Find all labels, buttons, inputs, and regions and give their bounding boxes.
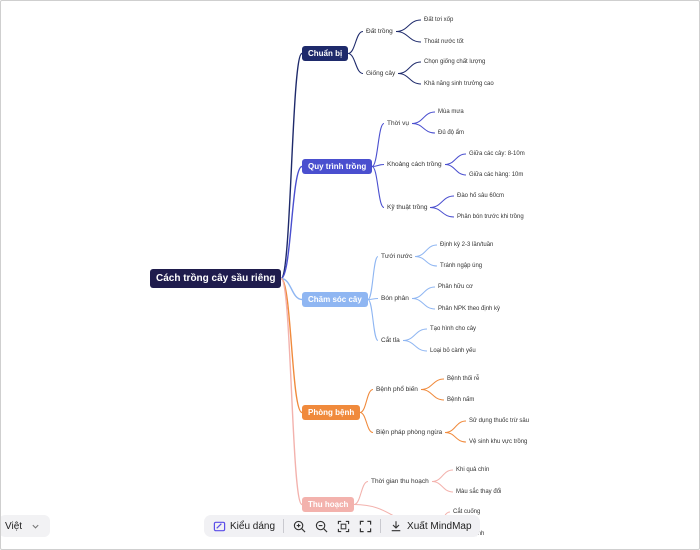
leaf-benh-thoi-re[interactable]: Bệnh thối rễ (447, 376, 480, 382)
sub-to-leaf-connector (420, 378, 445, 390)
root-to-branch-connector (280, 277, 303, 301)
sub-khoang-cach-trong[interactable]: Khoảng cách trồng (387, 161, 442, 168)
sub-to-leaf-connector (411, 111, 436, 124)
leaf-du-do-am[interactable]: Đủ độ ẩm (438, 130, 465, 136)
sub-to-leaf-connector (402, 340, 428, 352)
branch-to-sub-connector (347, 52, 364, 75)
sub-to-leaf-connector (444, 432, 467, 443)
sub-to-leaf-connector (411, 298, 436, 310)
leaf-thoat-nuoc-tot[interactable]: Thoát nước tốt (424, 39, 464, 45)
zoom-out-icon[interactable] (314, 519, 328, 533)
leaf-khi-qua-chin[interactable]: Khi quả chín (456, 467, 490, 473)
language-selector[interactable]: Việt (1, 515, 51, 537)
branch-to-sub-connector (367, 298, 379, 342)
sub-to-leaf-connector (431, 469, 454, 482)
sub-to-leaf-connector (414, 256, 438, 267)
leaf-benh-nam[interactable]: Bệnh nấm (447, 397, 475, 403)
sub-thoi-gian-thu-hoach[interactable]: Thời gian thu hoạch (371, 478, 429, 485)
leaf-dao-ho-sau[interactable]: Đào hố sâu 60cm (457, 193, 505, 199)
branch-to-sub-connector (371, 163, 385, 168)
leaf-giua-cac-cay[interactable]: Giữa các cây: 8-10m (469, 151, 525, 157)
sub-tuoi-nuoc[interactable]: Tưới nước (381, 253, 413, 260)
branch-phong-benh[interactable]: Phòng bệnh (302, 405, 361, 420)
leaf-chon-giong[interactable]: Chọn giống chất lượng (424, 59, 486, 65)
style-button[interactable]: Kiểu dáng (212, 519, 275, 533)
leaf-su-dung-thuoc[interactable]: Sử dụng thuốc trừ sâu (469, 418, 530, 424)
sub-to-leaf-connector (402, 328, 428, 341)
root-to-branch-connector (280, 165, 303, 280)
sub-to-leaf-connector (397, 61, 422, 74)
sub-thoi-vu[interactable]: Thời vụ (387, 120, 409, 127)
leaf-loai-bo-canh-yeu[interactable]: Loại bỏ cành yếu (430, 348, 476, 354)
branch-to-sub-connector (353, 480, 369, 506)
export-mindmap-button[interactable]: Xuất MindMap (389, 519, 472, 533)
sub-to-leaf-connector (411, 286, 436, 299)
sub-giong-cay[interactable]: Giống cây (366, 70, 396, 77)
branch-to-sub-connector (371, 122, 385, 168)
root-to-branch-connector (280, 277, 303, 414)
branch-to-sub-connector (367, 255, 379, 301)
branch-quy-trinh-trong[interactable]: Quy trình trồng (302, 159, 373, 174)
sub-cat-tia[interactable]: Cắt tỉa (381, 337, 400, 344)
toolbar-divider (380, 519, 382, 533)
leaf-giua-cac-hang[interactable]: Giữa các hàng: 10m (469, 172, 524, 178)
leaf-phan-huu-co[interactable]: Phân hữu cơ (438, 284, 473, 290)
chevron-down-icon (28, 519, 42, 533)
branch-to-sub-connector (347, 30, 364, 55)
branch-chuan-bi[interactable]: Chuẩn bị (302, 46, 349, 61)
sub-to-leaf-connector (395, 31, 422, 43)
sub-to-leaf-connector (429, 195, 455, 208)
leaf-ve-sinh[interactable]: Vệ sinh khu vực trồng (469, 439, 528, 445)
branch-to-sub-connector (371, 165, 385, 209)
root-to-branch-connector (280, 52, 303, 280)
branch-cham-soc-cay[interactable]: Chăm sóc cây (302, 292, 368, 307)
leaf-tranh-ngap-ung[interactable]: Tránh ngập úng (440, 263, 483, 269)
leaf-phan-npk[interactable]: Phân NPK theo định kỳ (438, 306, 501, 312)
fullscreen-icon[interactable] (358, 519, 372, 533)
sub-to-leaf-connector (395, 19, 422, 32)
sub-to-leaf-connector (397, 73, 422, 85)
sub-to-leaf-connector (444, 420, 467, 433)
toolbar-divider (283, 519, 285, 533)
language-label: Việt (5, 520, 23, 532)
sub-bien-phap-phong-ngua[interactable]: Biện pháp phòng ngừa (376, 429, 443, 436)
sub-bon-phan[interactable]: Bón phân (381, 295, 409, 302)
root-node[interactable]: Cách trồng cây sầu riêng (150, 269, 282, 288)
sub-benh-pho-bien[interactable]: Bệnh phổ biến (376, 386, 418, 393)
sub-to-leaf-connector (420, 389, 445, 401)
sub-dat-trong[interactable]: Đất trồng (366, 28, 393, 35)
leaf-mua-mua[interactable]: Mùa mưa (438, 109, 464, 115)
leaf-tao-hinh[interactable]: Tạo hình cho cây (430, 326, 477, 332)
leaf-dinh-ky[interactable]: Định kỳ 2-3 lần/tuần (440, 242, 494, 248)
download-icon (389, 519, 403, 533)
zoom-in-icon[interactable] (292, 519, 306, 533)
branch-thu-hoach[interactable]: Thu hoạch (302, 497, 355, 512)
style-label: Kiểu dáng (230, 520, 276, 532)
branch-to-sub-connector (359, 411, 374, 434)
sub-to-leaf-connector (431, 481, 454, 493)
leaf-kha-nang-sinh-truong[interactable]: Khả năng sinh trưởng cao (424, 81, 494, 87)
leaf-phan-bon-truoc[interactable]: Phân bón trước khi trồng (457, 214, 524, 220)
leaf-cat-cuong[interactable]: Cắt cuống (453, 509, 481, 515)
sub-to-leaf-connector (444, 164, 467, 176)
sub-to-leaf-connector (411, 123, 436, 134)
branch-to-sub-connector (359, 388, 374, 414)
export-label: Xuất MindMap (407, 520, 472, 532)
bottom-toolbar: Kiểu dáng Xuất MindMap (204, 515, 480, 537)
root-to-branch-connector (280, 277, 303, 506)
leaf-mau-sac-thay-doi[interactable]: Màu sắc thay đổi (456, 489, 502, 495)
sub-to-leaf-connector (429, 207, 455, 218)
fit-view-icon[interactable] (336, 519, 350, 533)
sub-ky-thuat-trong[interactable]: Kỹ thuật trồng (387, 204, 428, 211)
style-icon (212, 519, 226, 533)
leaf-dat-toi-xop[interactable]: Đất tơi xốp (424, 17, 454, 23)
sub-to-leaf-connector (444, 153, 467, 165)
sub-to-leaf-connector (414, 244, 438, 257)
